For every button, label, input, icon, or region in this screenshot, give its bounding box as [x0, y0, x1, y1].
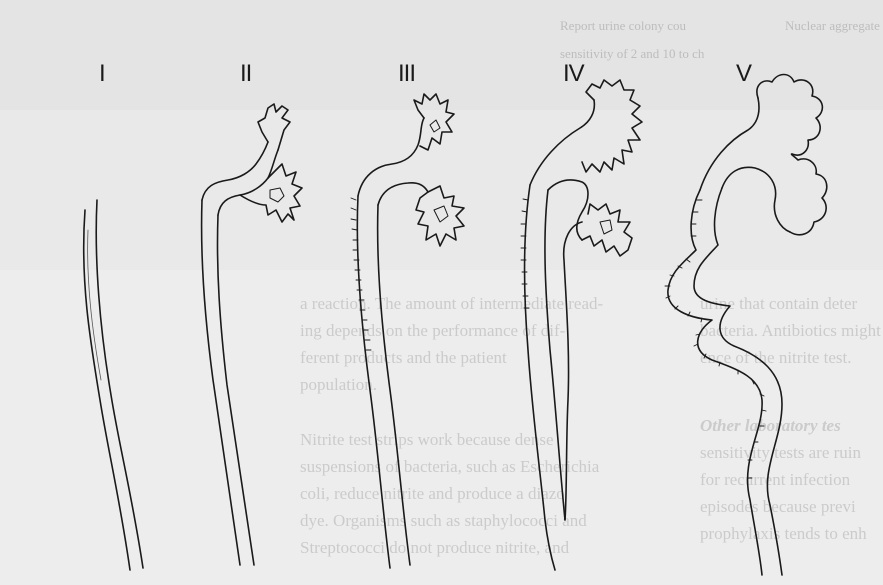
stage-ii-ureter: [202, 104, 302, 565]
stage-iii-ureter: [351, 94, 464, 568]
stage-iv-ureter: [521, 80, 642, 570]
stage-i-ureter: [84, 200, 143, 570]
stage-v-ureter: [665, 75, 827, 576]
